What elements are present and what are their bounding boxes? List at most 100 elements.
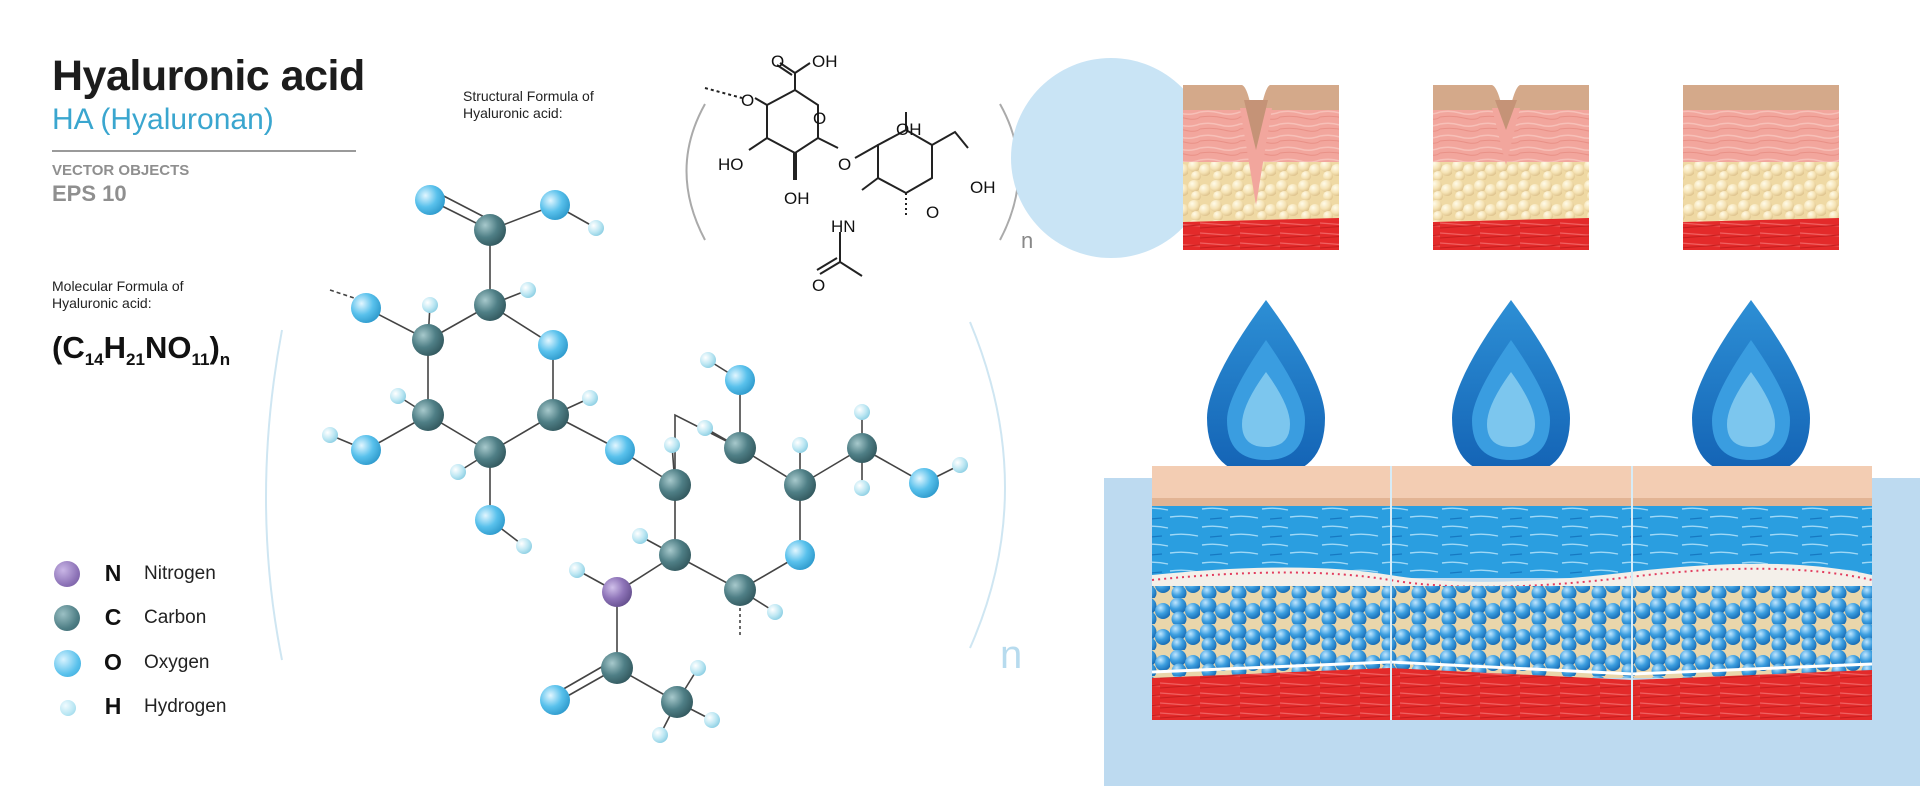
formula-no: NO [144,330,192,365]
molecular-formula: (C14H21NO11)n [52,330,230,370]
hydrogen-atom [322,427,338,443]
water-drops [1207,300,1810,476]
hydrogen-atom [792,437,808,453]
nitrogen-atom-icon [54,561,80,587]
carbon-atom-icon [54,605,80,631]
water-drop-icon [1452,300,1570,476]
hydrogen-atom [450,464,466,480]
carbon-atom [601,652,633,684]
eps-label: EPS 10 [52,181,127,206]
carbon-atom [474,436,506,468]
legend-name: Carbon [144,607,207,628]
formula-close: ) [209,330,220,365]
oxygen-atom [540,190,570,220]
carbon-atom [724,574,756,606]
nitrogen-atom [602,577,632,607]
legend-name: Hydrogen [144,696,227,717]
formula-h-count: 21 [126,350,145,370]
molecular-formula-label: Molecular Formula of Hyaluronic acid: [52,278,184,311]
hydrogen-atom [767,604,783,620]
carbon-atom [474,289,506,321]
hydrogen-atom [422,297,438,313]
hydrogen-atom [690,660,706,676]
structural-n-label: n [1021,228,1033,253]
formula-h: H [103,330,127,365]
hydrogen-atom [704,712,720,728]
ring1-o-label: O [813,109,826,128]
carbon-atom [661,686,693,718]
oxygen-atom [785,540,815,570]
carbon-atom [412,399,444,431]
carbon-atom [474,214,506,246]
atoms [322,185,968,743]
right-parenthesis [969,321,1006,649]
hydrogen-atom [697,420,713,436]
oxygen-atom [909,468,939,498]
skin-wrinkle-deep [1011,58,1211,258]
hydrogen-atom [632,528,648,544]
hydrogen-atom [588,220,604,236]
hydrogen-atom [516,538,532,554]
hydrogen-atom [664,437,680,453]
page-title: Hyaluronic acid [52,52,365,100]
left-parenthesis [265,329,283,661]
legend-symbol: C [104,604,122,630]
ho-label: HO [718,155,744,174]
skin-box-2 [1433,85,1589,250]
vector-objects-label: VECTOR OBJECTS [52,162,190,179]
water-drop-icon [1692,300,1810,476]
skin-box-3 [1683,85,1839,250]
formula-o-count: 11 [191,350,210,370]
formula-n: n [219,350,231,370]
hydrogen-atom [700,352,716,368]
formula-c-count: 14 [84,350,104,370]
ring2-o-label: O [926,203,939,222]
hydrogen-atom [582,390,598,406]
oh-top2-label: OH [896,120,922,139]
structural-formula-labels: O OH O O HO OH O OH OH O HN O n [718,52,1033,295]
oxygen-atom [351,435,381,465]
legend-symbol: O [104,649,122,675]
hydrogen-atom [952,457,968,473]
bonds [329,191,961,736]
oxygen-atom [540,685,570,715]
hydrogen-atom [652,727,668,743]
oh-ch2-label: OH [970,178,996,197]
acetyl-o-label: O [812,276,825,295]
carbon-atom [412,324,444,356]
carbon-atom [724,432,756,464]
hydrogen-atom [569,562,585,578]
cooh-oh-label: OH [812,52,838,71]
legend-name: Nitrogen [144,563,216,584]
hydrogen-atom [854,404,870,420]
skin-box-1 [1183,85,1339,250]
carbon-atom [659,469,691,501]
hydrogen-atom-icon [60,700,76,716]
hydrated-skin-panel [1104,466,1920,786]
ball-and-stick-model: n [265,185,1022,743]
legend-name: Oxygen [144,652,210,673]
oxygen-atom [538,330,568,360]
link-o-label: O [838,155,851,174]
structural-formula-label: Structural Formula of Hyaluronic acid: [463,88,594,121]
hn-label: HN [831,217,856,236]
ball-model-n-label: n [1000,633,1022,677]
legend-symbol: H [104,693,122,719]
hydrogen-atom [390,388,406,404]
left-o-label: O [741,91,754,110]
carbon-atom [847,433,877,463]
skin-aging-circles [1011,58,1211,258]
oh-bottom-label: OH [784,189,810,208]
oxygen-atom [605,435,635,465]
water-drop-icon [1207,300,1325,476]
hydrogen-atom [854,480,870,496]
hydrogen-atom [520,282,536,298]
carbon-atom [784,469,816,501]
oxygen-atom [415,185,445,215]
carbon-atom [659,539,691,571]
divider [52,150,356,152]
hydrated-skin-cross-section [1151,466,1873,720]
legend-symbol: N [104,560,122,586]
